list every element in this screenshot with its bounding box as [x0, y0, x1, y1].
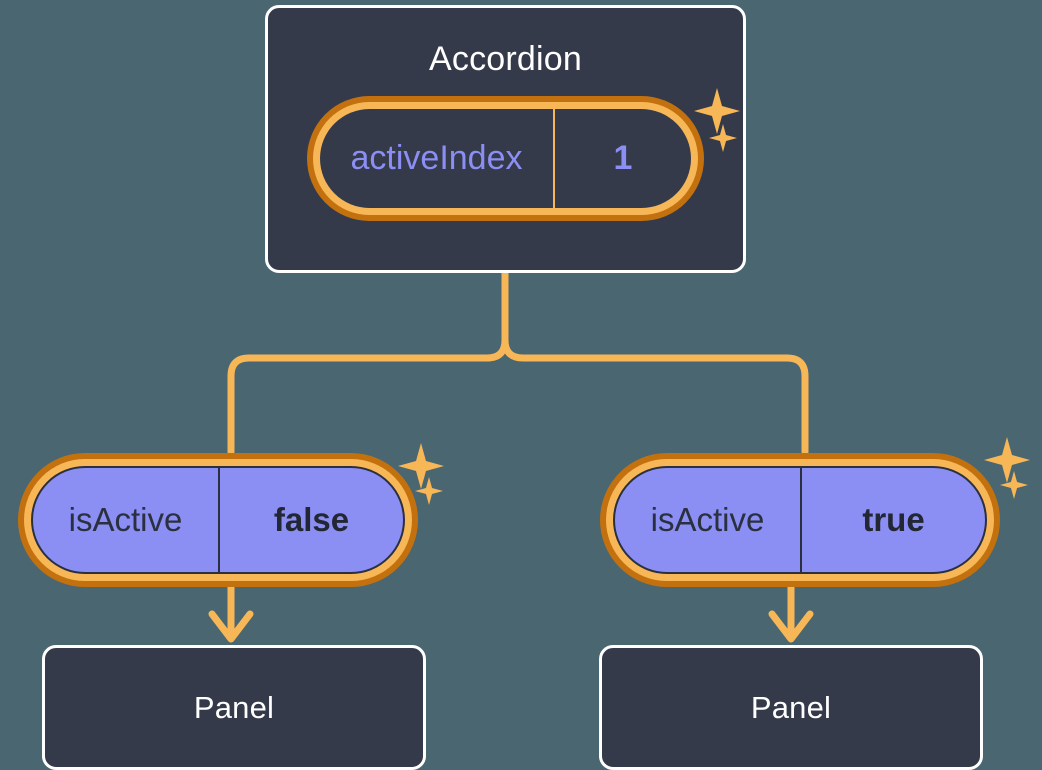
sparkle-small-icon-right: [1000, 471, 1028, 499]
state-pill-isactive-left[interactable]: isActive false: [18, 453, 418, 587]
state-pill-core-right: isActive true: [613, 466, 987, 574]
arrow-down-icon-left: [208, 610, 254, 643]
wire-root-to-left-state: [227, 269, 509, 456]
panel-title-right: Panel: [750, 690, 832, 725]
state-pill-core: activeIndex 1: [320, 109, 691, 208]
panel-component-box-left[interactable]: Panel: [42, 645, 426, 770]
wire-root-to-right-state: [501, 269, 809, 456]
state-pill-core-left: isActive false: [31, 466, 405, 574]
sparkle-large-icon-right: [984, 437, 1030, 483]
state-value-isactive-left: false: [218, 468, 403, 572]
state-pill-ring-inner-right: isActive true: [606, 459, 994, 581]
state-value-isactive-right: true: [800, 468, 985, 572]
state-value-activeindex: 1: [553, 109, 691, 208]
state-pill-ring-inner-left: isActive false: [24, 459, 412, 581]
state-pill-isactive-right[interactable]: isActive true: [600, 453, 1000, 587]
panel-component-box-right[interactable]: Panel: [599, 645, 983, 770]
accordion-title: Accordion: [429, 40, 582, 78]
arrow-down-icon-right: [768, 610, 814, 643]
sparkle-small-icon-left: [415, 477, 443, 505]
state-pill-activeindex[interactable]: activeIndex 1: [307, 96, 704, 221]
state-pill-ring-inner: activeIndex 1: [313, 102, 698, 215]
state-key-activeindex: activeIndex: [350, 139, 523, 177]
panel-title-left: Panel: [193, 690, 275, 725]
state-key-isactive-right: isActive: [650, 501, 765, 538]
state-key-isactive-left: isActive: [68, 501, 183, 538]
